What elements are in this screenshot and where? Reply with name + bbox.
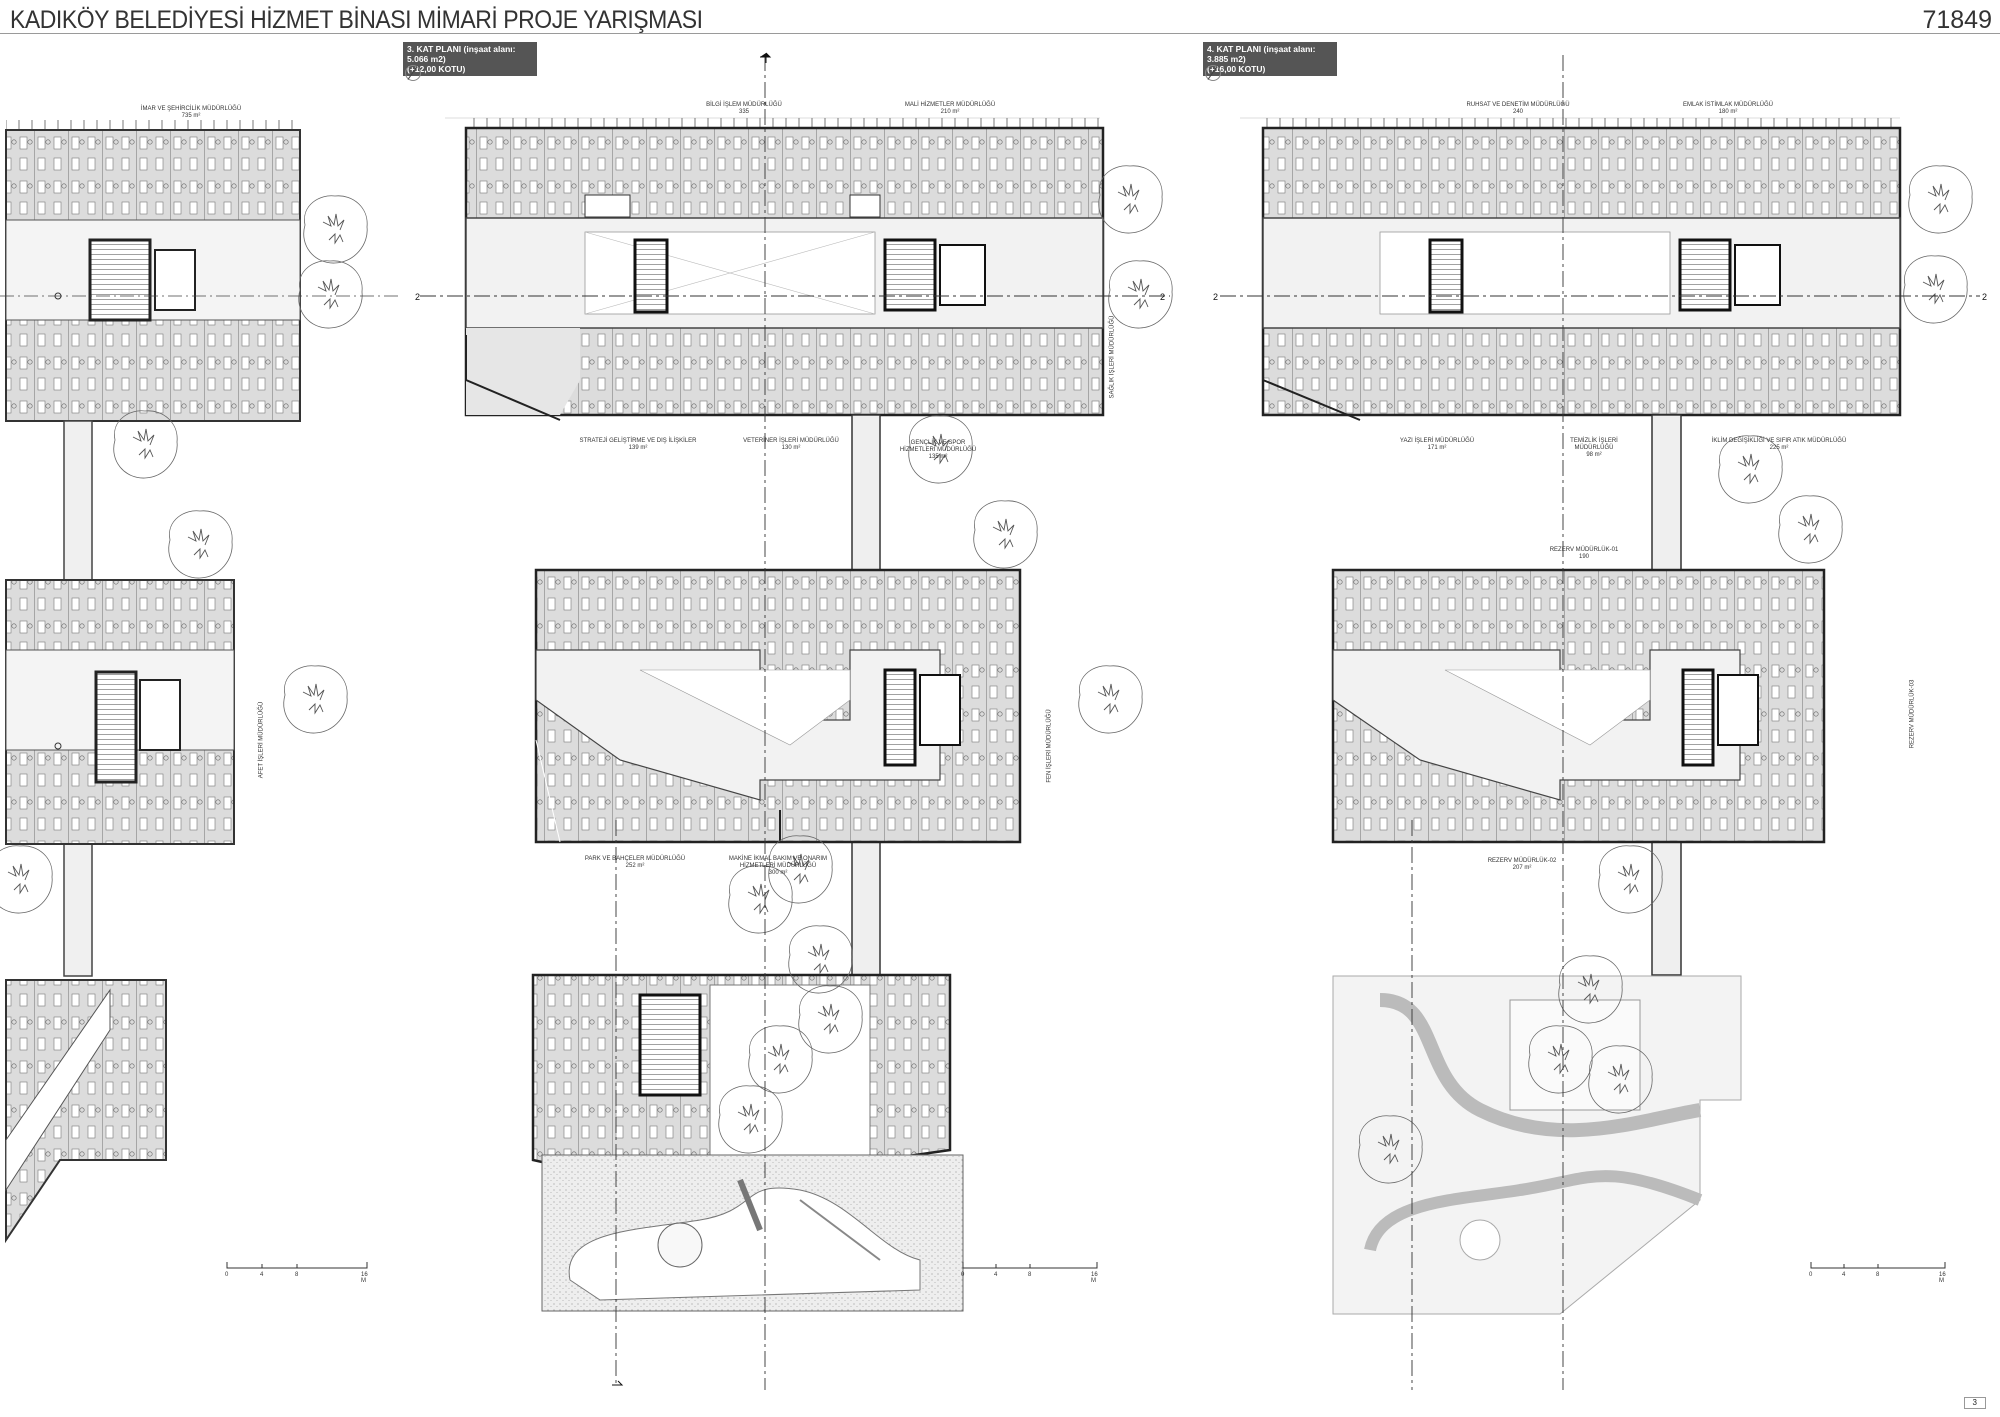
- dept-label: İKLİM DEĞİŞİKLİĞİ VE SIFIR ATIK MÜDÜRLÜĞ…: [1711, 438, 1847, 451]
- dept-label-vertical: FEN İŞLERİ MÜDÜRLÜĞÜ: [1046, 709, 1053, 783]
- svg-text:2: 2: [1982, 292, 1987, 302]
- scale-bars: [226, 1262, 1946, 1269]
- sheet-number: 3: [1963, 1397, 1986, 1409]
- floor4-title: 4. KAT PLANI (inşaat alanı: 3.885 m2): [1207, 44, 1316, 64]
- dept-label: MAKİNE İKMAL BAKIM VE ONARIM HİZMETLERİ …: [728, 856, 828, 876]
- header-divider: [0, 33, 2000, 34]
- floor4-title-box: 4. KAT PLANI (inşaat alanı: 3.885 m2) (+…: [1203, 42, 1337, 76]
- board-title: KADIKÖY BELEDİYESİ HİZMET BİNASI MİMARİ …: [10, 6, 703, 34]
- north-arrow-icon: [405, 65, 421, 81]
- north-arrow-icon: [1205, 65, 1221, 81]
- dept-label-vertical: AFET İŞLERİ MÜDÜRLÜĞÜ: [258, 701, 265, 779]
- dept-label-vertical: REZERV MÜDÜRLÜK-03: [1909, 679, 1916, 749]
- project-number: 71849: [1922, 6, 1992, 34]
- floor4-level: (+16,00 KOTU): [1207, 64, 1266, 74]
- dept-label-vertical: SAĞLIK İŞLERİ MÜDÜRLÜĞÜ: [1109, 315, 1116, 399]
- floor3-level: (+12,00 KOTU): [407, 64, 466, 74]
- svg-text:2: 2: [1160, 292, 1165, 302]
- floor3-title: 3. KAT PLANI (inşaat alanı: 5.066 m2): [407, 44, 516, 64]
- floor3-title-box: 3. KAT PLANI (inşaat alanı: 5.066 m2) (+…: [403, 42, 537, 76]
- svg-text:2: 2: [415, 292, 420, 302]
- svg-text:2: 2: [1213, 292, 1218, 302]
- left-floor-plan: [0, 120, 400, 1244]
